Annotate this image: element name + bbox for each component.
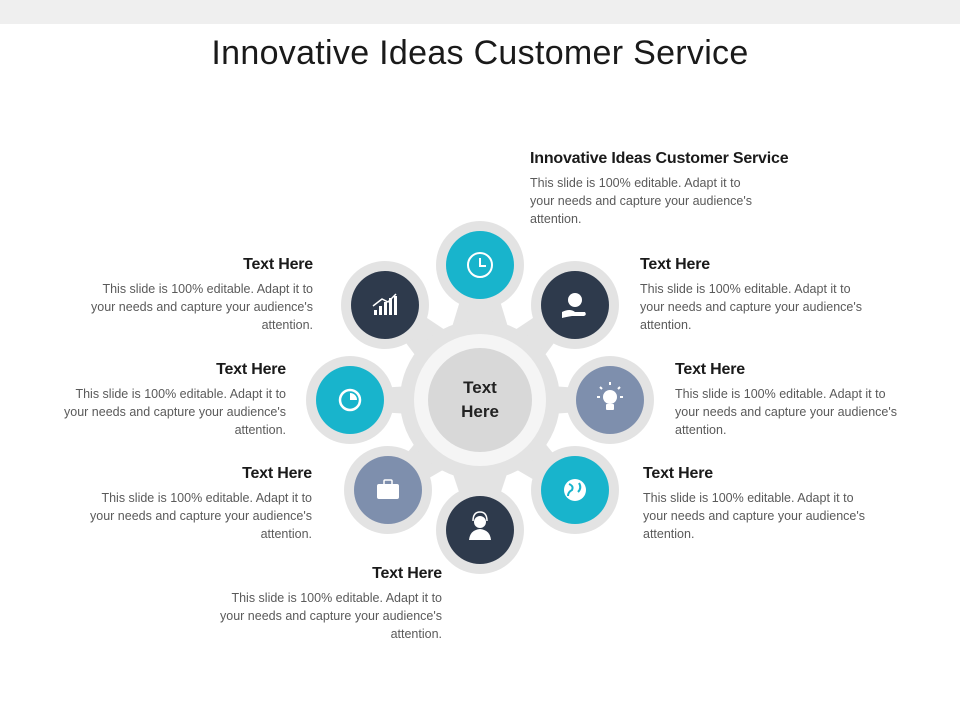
block-body: This slide is 100% editable. Adapt it to… bbox=[675, 387, 897, 437]
block-body: This slide is 100% editable. Adapt it to… bbox=[643, 491, 865, 541]
support-agent-icon bbox=[469, 511, 491, 540]
slide-title: Innovative Ideas Customer Service bbox=[211, 34, 749, 72]
block-heading: Text Here bbox=[640, 256, 710, 273]
block-heading: Text Here bbox=[643, 465, 713, 482]
growth-chart-icon bbox=[372, 293, 397, 315]
clock-icon bbox=[467, 252, 493, 278]
text-block-1: Innovative Ideas Customer Service This s… bbox=[530, 150, 860, 228]
hub-label-line1: Text bbox=[463, 378, 497, 397]
text-block-2: Text Here This slide is 100% editable. A… bbox=[640, 256, 870, 334]
text-block-7: Text Here This slide is 100% editable. A… bbox=[56, 361, 286, 439]
block-heading: Text Here bbox=[243, 256, 313, 273]
block-heading: Text Here bbox=[216, 361, 286, 378]
block-heading: Text Here bbox=[242, 465, 312, 482]
text-block-6: Text Here This slide is 100% editable. A… bbox=[82, 465, 312, 543]
block-body: This slide is 100% editable. Adapt it to… bbox=[530, 176, 752, 226]
block-heading: Innovative Ideas Customer Service bbox=[530, 150, 789, 167]
hub-core bbox=[428, 348, 532, 452]
top-bar bbox=[0, 0, 960, 24]
hub-label-line2: Here bbox=[461, 402, 499, 421]
block-body: This slide is 100% editable. Adapt it to… bbox=[90, 491, 312, 541]
block-body: This slide is 100% editable. Adapt it to… bbox=[220, 591, 442, 641]
lightbulb-icon bbox=[597, 382, 623, 410]
pie-chart-icon bbox=[338, 388, 362, 412]
text-block-3: Text Here This slide is 100% editable. A… bbox=[675, 361, 905, 439]
globe-icon bbox=[564, 479, 586, 501]
text-block-5: Text Here This slide is 100% editable. A… bbox=[212, 565, 442, 643]
globe-in-hand-icon bbox=[562, 293, 586, 318]
block-heading: Text Here bbox=[372, 565, 442, 582]
briefcase-icon bbox=[377, 479, 399, 499]
block-heading: Text Here bbox=[675, 361, 745, 378]
text-block-4: Text Here This slide is 100% editable. A… bbox=[643, 465, 873, 543]
block-body: This slide is 100% editable. Adapt it to… bbox=[640, 282, 862, 332]
text-block-8: Text Here This slide is 100% editable. A… bbox=[83, 256, 313, 334]
hub-label: Text Here bbox=[440, 376, 520, 424]
block-body: This slide is 100% editable. Adapt it to… bbox=[64, 387, 286, 437]
block-body: This slide is 100% editable. Adapt it to… bbox=[91, 282, 313, 332]
